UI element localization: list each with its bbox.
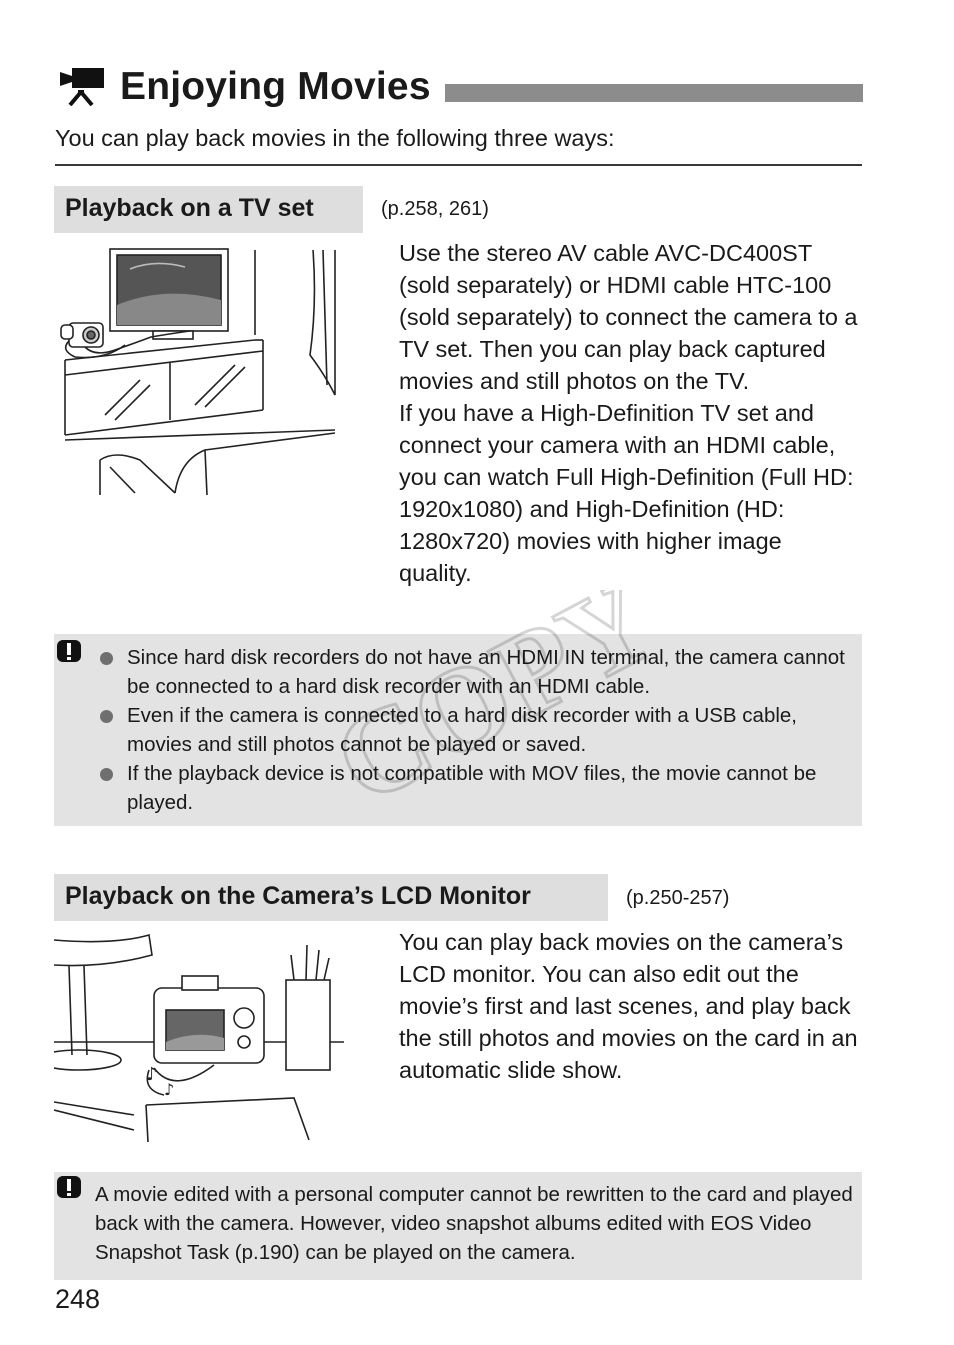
bullet-icon	[100, 652, 113, 665]
bullet-icon	[100, 768, 113, 781]
page-reference-lcd: (p.250-257)	[626, 887, 730, 909]
movie-camera-icon	[60, 68, 104, 106]
tv-set-illustration	[60, 248, 336, 496]
bullet-icon	[100, 710, 113, 723]
lcd-paragraph-1: You can play back movies on the camera’s…	[399, 929, 858, 1083]
caution-box-tv: Since hard disk recorders do not have an…	[54, 634, 862, 826]
section-heading-tv: Playback on a TV set	[54, 186, 363, 233]
page-number: 248	[55, 1284, 101, 1314]
caution-list: Since hard disk recorders do not have an…	[54, 643, 854, 817]
caution-box-lcd: A movie edited with a personal computer …	[54, 1172, 862, 1280]
tv-paragraph-1: Use the stereo AV cable AVC-DC400ST (sol…	[399, 240, 858, 394]
svg-text:♪: ♪	[164, 1080, 174, 1099]
caution-item: Even if the camera is connected to a har…	[54, 701, 854, 759]
caution-icon	[57, 640, 81, 662]
caution-item: If the playback device is not compatible…	[54, 759, 854, 817]
svg-text:♪: ♪	[146, 1064, 158, 1085]
caution-item: Since hard disk recorders do not have an…	[54, 643, 854, 701]
caution-icon	[57, 1176, 81, 1198]
camera-lcd-illustration: ♪ ♪	[54, 933, 344, 1143]
tv-paragraph-2: If you have a High-Definition TV set and…	[399, 400, 854, 586]
section-heading-lcd: Playback on the Camera’s LCD Monitor	[54, 874, 608, 921]
lcd-description: You can play back movies on the camera’s…	[399, 926, 859, 1086]
caution-text-lcd: A movie edited with a personal computer …	[95, 1183, 853, 1264]
title-rule-bar	[445, 84, 863, 102]
page-reference-tv: (p.258, 261)	[381, 198, 489, 220]
intro-text: You can play back movies in the followin…	[55, 125, 615, 151]
section-divider	[55, 164, 862, 166]
page-title: Enjoying Movies	[120, 65, 431, 108]
tv-description: Use the stereo AV cable AVC-DC400ST (sol…	[399, 237, 859, 589]
